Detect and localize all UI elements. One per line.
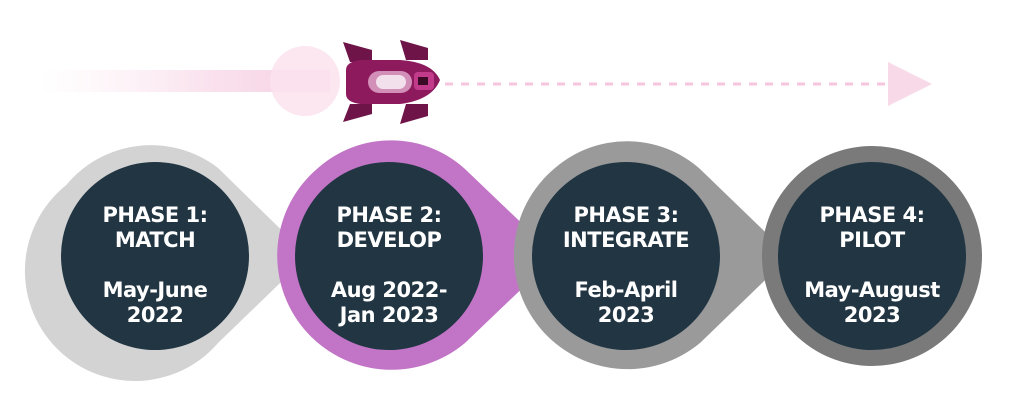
phase-3-circle: [532, 162, 720, 350]
phase-2-label: PHASE 2: DEVELOP Aug 2022- Jan 2023: [289, 203, 489, 328]
phase-2-circle: [295, 162, 483, 350]
phase-3-title: PHASE 3:: [573, 203, 679, 227]
phase-1-label: PHASE 1: MATCH May-June 2022: [55, 203, 255, 328]
phase-1-year: 2022: [126, 303, 184, 327]
phase-1-title: PHASE 1:: [102, 203, 208, 227]
phase-3-name: INTEGRATE: [562, 228, 690, 252]
phase-4-label: PHASE 4: PILOT May-August 2023: [772, 203, 972, 328]
phase-3-label: PHASE 3: INTEGRATE Feb-April 2023: [526, 203, 726, 328]
progress-trail: [40, 70, 330, 92]
phase-1-name: MATCH: [114, 228, 196, 252]
racing-car-icon: [343, 40, 440, 124]
phase-3-year: 2023: [597, 303, 655, 327]
phase-4-title: PHASE 4:: [819, 203, 925, 227]
phase-4-name: PILOT: [839, 228, 905, 252]
phase-4-circle: [778, 162, 966, 350]
progress-trail-glow: [270, 46, 340, 116]
phase-3-date: Feb-April: [574, 278, 678, 302]
phase-2-year: Jan 2023: [339, 303, 439, 327]
phase-4-year: 2023: [843, 303, 901, 327]
phase-4-date: May-August: [804, 278, 940, 302]
phase-2-date: Aug 2022-: [330, 278, 448, 302]
phase-2-name: DEVELOP: [336, 228, 442, 252]
phase-1-date: May-June: [102, 278, 208, 302]
arrowhead-icon: [888, 62, 932, 106]
phase-2-title: PHASE 2:: [336, 203, 442, 227]
phase-1-circle: [61, 162, 249, 350]
